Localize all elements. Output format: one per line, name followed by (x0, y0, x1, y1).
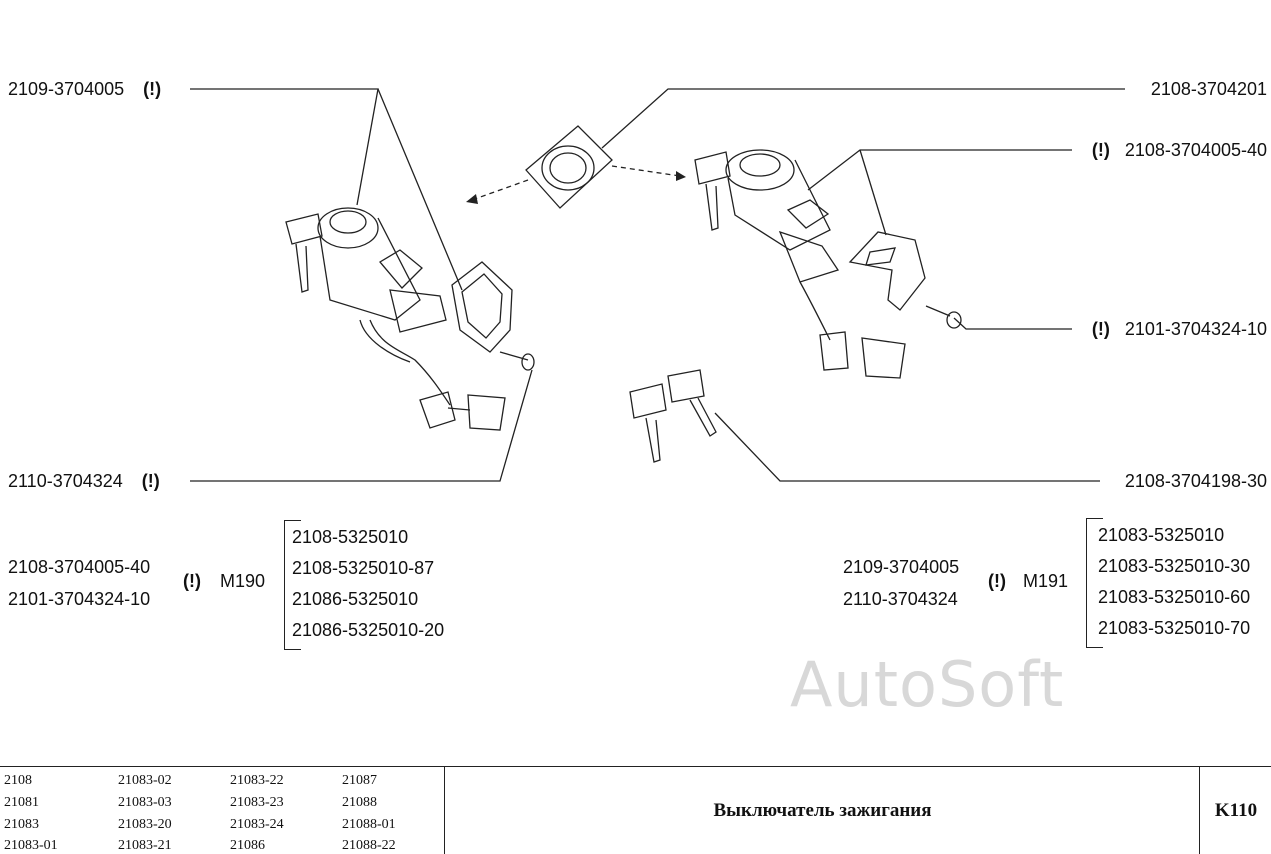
cover-left (451, 261, 513, 353)
arrows (471, 165, 681, 201)
kit-m190-part-1: 2108-3704005-40 (8, 557, 151, 577)
kit-m190-warning-mark: (!) (183, 571, 201, 591)
model-item: 21086 (230, 838, 265, 853)
parts-illustration (190, 88, 1125, 482)
model-item: 21083-20 (118, 817, 172, 832)
part-number: 2108-3704198-30 (1124, 471, 1267, 491)
model-item: 21083-21 (118, 838, 172, 853)
kit-m190-part-2: 2101-3704324-10 (8, 589, 151, 609)
part-number: 2109-3704005 (8, 79, 125, 99)
kit-m191-applies-3: 21083-5325010-60 (1098, 587, 1251, 607)
label-right-mid-part: (!) 2108-3704005-40 (1092, 139, 1267, 161)
kit-m190-code: M190 (220, 571, 266, 591)
warning-mark: (!) (141, 471, 160, 491)
model-item: 21088 (342, 795, 377, 810)
part-number: 2108-3704201 (1150, 79, 1267, 99)
label-left-top-part: 2109-3704005 (!) (8, 78, 161, 100)
kit-m190-applies-3: 21086-5325010 (292, 589, 419, 609)
kit-m191-warning-mark: (!) (988, 571, 1006, 591)
label-right-screw-part: (!) 2101-3704324-10 (1092, 318, 1267, 340)
kit-m191-part-2: 2110-3704324 (843, 589, 958, 609)
model-item: 21088-22 (342, 838, 396, 853)
ignition-switch-left (317, 207, 506, 431)
kit-m191-applies-2: 21083-5325010-30 (1098, 556, 1251, 576)
part-number: 2110-3704324 (8, 471, 123, 491)
screw-right (925, 305, 962, 329)
kit-m190-bracket (284, 520, 301, 650)
model-item: 21083-22 (230, 773, 284, 788)
kit-m190-applies-1: 2108-5325010 (292, 527, 409, 547)
model-item: 21083-24 (230, 817, 284, 832)
kit-m191-applies-4: 21083-5325010-70 (1098, 618, 1251, 638)
watermark: AutoSoft (790, 648, 1065, 721)
warning-mark: (!) (1091, 319, 1110, 339)
key-left (285, 213, 323, 293)
kit-m190-applies-2: 2108-5325010-87 (292, 558, 435, 578)
kit-m191-code: M191 (1023, 571, 1069, 591)
model-item: 21087 (342, 773, 377, 788)
model-item: 21083 (4, 817, 39, 832)
model-list: 2108 21081 21083 21083-01 21083-02 21083… (0, 767, 445, 854)
kit-m191-part-1: 2109-3704005 (843, 557, 960, 577)
ring-flange (525, 125, 613, 209)
label-right-top-part: 2108-3704201 (1151, 78, 1267, 100)
label-right-keys-part: 2108-3704198-30 (1125, 470, 1267, 492)
label-left-bottom-part: 2110-3704324 (!) (8, 470, 160, 492)
ignition-switch-right (725, 149, 906, 379)
leader-lines-right (601, 88, 1125, 482)
part-number: 2108-3704005-40 (1124, 140, 1267, 160)
screw-left (499, 351, 535, 371)
model-item: 21088-01 (342, 817, 396, 832)
model-item: 2108 (4, 773, 32, 788)
kit-m190-applies-4: 21086-5325010-20 (292, 620, 445, 640)
keys-pair (629, 369, 717, 463)
shroud-right (848, 231, 926, 311)
warning-mark: (!) (1091, 140, 1110, 160)
kit-m191-bracket (1086, 518, 1103, 648)
leader-lines-left (190, 88, 533, 482)
model-item: 21081 (4, 795, 39, 810)
title-block: 2108 21081 21083 21083-01 21083-02 21083… (0, 766, 1271, 854)
model-item: 21083-23 (230, 795, 284, 810)
part-number: 2101-3704324-10 (1124, 319, 1267, 339)
model-item: 21083-01 (4, 838, 58, 853)
diagram-title: Выключатель зажигания (713, 799, 932, 821)
model-item: 21083-02 (118, 773, 172, 788)
key-right-inserted (694, 151, 731, 231)
sheet-code: K110 (1199, 767, 1271, 854)
arrow-heads (466, 171, 686, 204)
kit-m191-applies-1: 21083-5325010 (1098, 525, 1225, 545)
model-item: 21083-03 (118, 795, 172, 810)
warning-mark: (!) (143, 79, 162, 99)
